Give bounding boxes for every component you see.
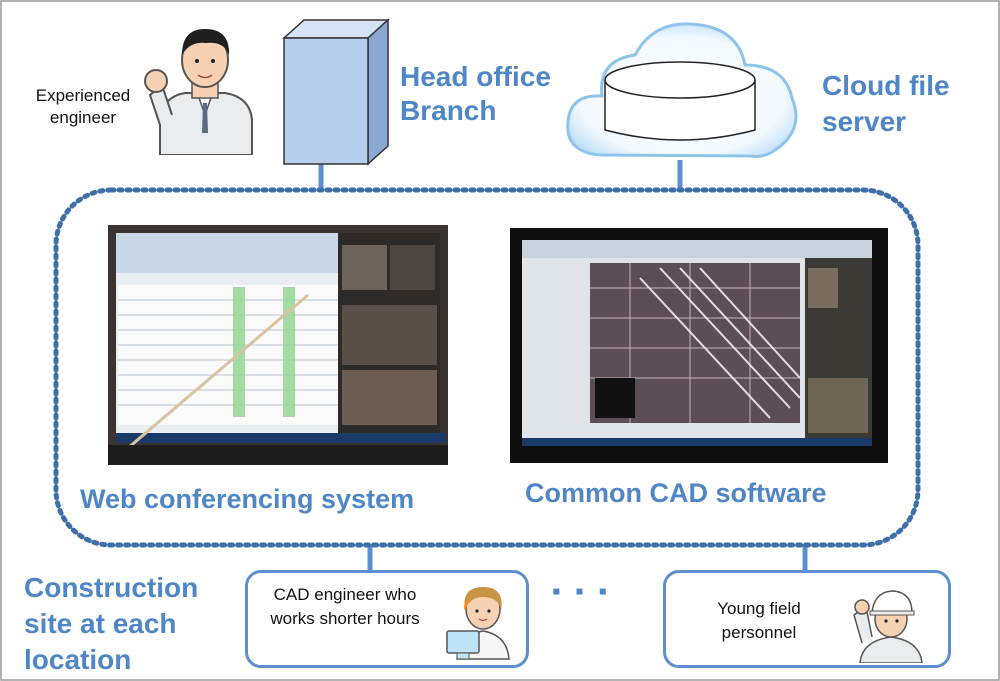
server-box-icon	[282, 18, 390, 166]
cloud-server-label: Cloud file server	[822, 70, 950, 137]
young-personnel-label: Young field personnel	[717, 599, 801, 642]
more-locations-ellipsis: ▪ ▪ ▪	[552, 578, 611, 605]
web-conferencing-label: Web conferencing system	[80, 484, 415, 514]
female-engineer-icon	[446, 587, 510, 660]
helmet-worker-icon	[853, 590, 923, 663]
young-personnel-card: Young field personnel	[663, 570, 951, 668]
experienced-engineer-label: Experienced engineer	[35, 86, 131, 127]
cad-software-photo	[510, 228, 888, 463]
common-cad-label: Common CAD software	[525, 478, 827, 508]
web-conferencing-photo	[108, 225, 448, 465]
head-office-label: Head office Branch	[400, 61, 551, 126]
dotted-network-region	[53, 187, 921, 548]
cad-engineer-card: CAD engineer who works shorter hours	[245, 570, 529, 668]
cad-engineer-label: CAD engineer who works shorter hours	[270, 585, 420, 628]
cloud-icon	[566, 22, 798, 158]
construction-site-label: Construction site at each location	[24, 572, 199, 675]
cad-screen-illustration	[510, 228, 888, 463]
web-conferencing-screen-illustration	[108, 225, 448, 465]
experienced-engineer-icon	[144, 29, 253, 155]
database-cylinder-icon	[604, 61, 756, 141]
